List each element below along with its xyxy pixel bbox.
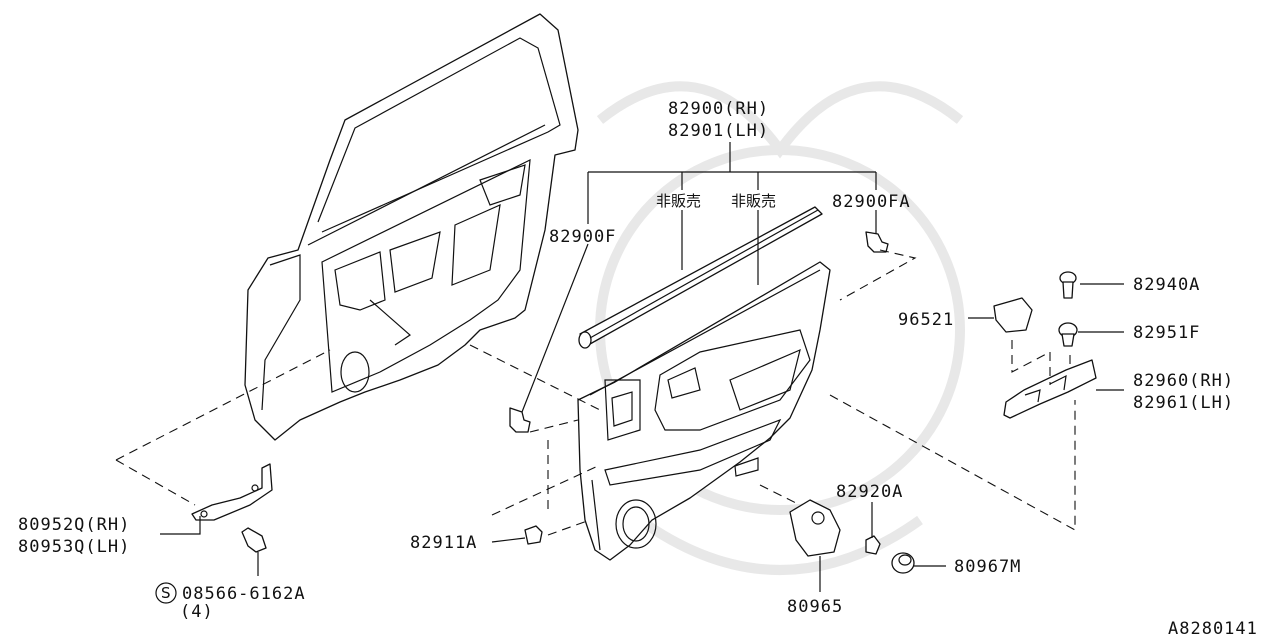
screw-82911a <box>524 525 543 545</box>
clip-82900f <box>509 407 531 433</box>
label-qty-4: (4) <box>180 602 214 622</box>
label-82911a: 82911A <box>410 533 477 553</box>
label-not-for-sale-2: 非販売 <box>731 192 776 210</box>
part-labels: 82900(RH) 82901(LH) 非販売 非販売 82900FA 8290… <box>18 99 1258 638</box>
door-shell <box>244 13 579 441</box>
clip-96521 <box>993 297 1033 333</box>
clip-82951f <box>1058 322 1078 347</box>
label-82951f: 82951F <box>1133 323 1200 343</box>
diagram-id: A8280141 <box>1168 619 1258 638</box>
label-96521: 96521 <box>898 310 954 330</box>
bracket-80952q <box>191 463 273 521</box>
label-80953q-lh: 80953Q(LH) <box>18 537 130 557</box>
label-80967m: 80967M <box>954 557 1021 577</box>
leader-lines <box>160 142 1124 592</box>
clip-82900fa <box>865 231 889 253</box>
label-82961-lh: 82961(LH) <box>1133 393 1234 413</box>
label-82900f: 82900F <box>549 227 616 247</box>
cap-80967m <box>891 552 915 574</box>
label-80965: 80965 <box>787 597 843 617</box>
label-82920a: 82920A <box>836 482 903 502</box>
screw-82920a <box>865 535 881 555</box>
bracket-80965 <box>789 499 841 557</box>
switch-finisher-82960 <box>1003 359 1097 419</box>
label-not-for-sale-1: 非販売 <box>656 192 701 210</box>
label-82900-rh: 82900(RH) <box>668 99 769 119</box>
label-82901-lh: 82901(LH) <box>668 121 769 141</box>
door-weatherstrip <box>578 206 823 349</box>
screw-08566 <box>241 527 267 553</box>
label-screw-symbol: S <box>161 584 171 602</box>
screw-symbol-circle <box>155 582 177 604</box>
label-82960-rh: 82960(RH) <box>1133 371 1234 391</box>
label-82940a: 82940A <box>1133 275 1200 295</box>
clip-82940a <box>1059 271 1077 299</box>
label-08566: 08566-6162A <box>182 584 306 604</box>
assembly-dash-lines <box>115 249 1076 536</box>
door-trim-panel <box>577 261 831 561</box>
label-82900fa: 82900FA <box>832 192 911 212</box>
label-80952q-rh: 80952Q(RH) <box>18 515 130 535</box>
